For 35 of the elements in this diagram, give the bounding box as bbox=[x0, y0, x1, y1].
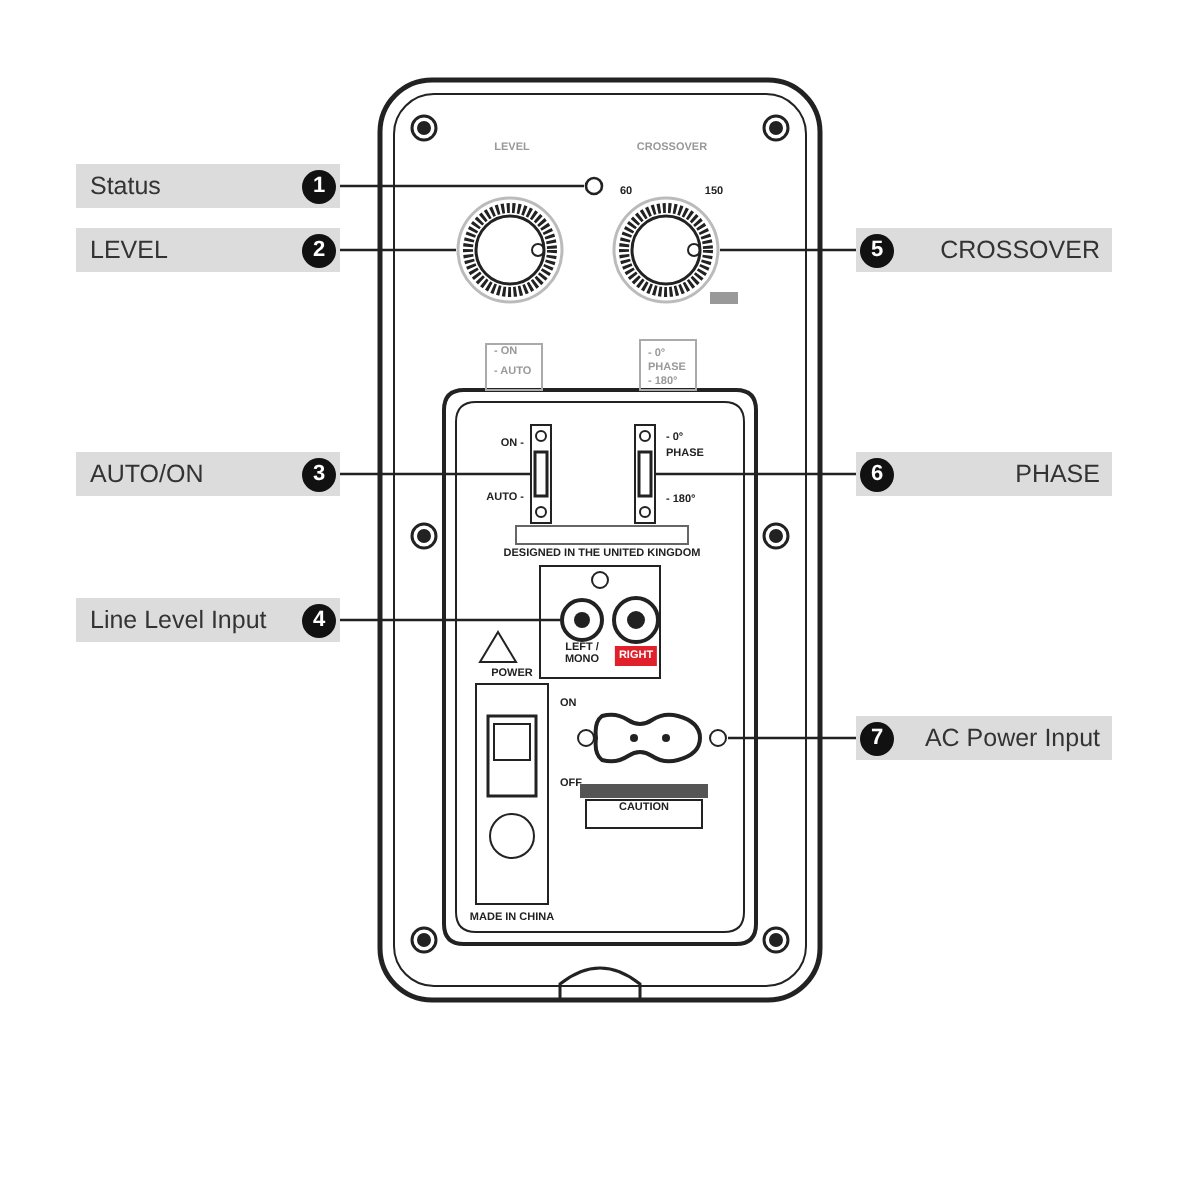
callout-label: LEVEL bbox=[90, 236, 168, 264]
leader-line bbox=[336, 248, 456, 252]
callout-label: Line Level Input bbox=[90, 606, 267, 634]
callout-label: CROSSOVER bbox=[940, 236, 1100, 264]
label-bar bbox=[76, 164, 340, 208]
toggle-switch bbox=[530, 424, 552, 524]
callout-number: 2 bbox=[302, 233, 336, 267]
callout-number: 4 bbox=[302, 603, 336, 637]
leader-line bbox=[656, 472, 860, 476]
callout-number: 5 bbox=[860, 233, 894, 267]
callout-label: AC Power Input bbox=[924, 724, 1100, 752]
rotary-knob bbox=[456, 196, 564, 304]
label-bar bbox=[76, 598, 340, 642]
toggle-switch bbox=[634, 424, 656, 524]
label-bar bbox=[856, 452, 1112, 496]
leader-line bbox=[336, 618, 560, 622]
leader-line bbox=[336, 184, 584, 188]
callout-label: AUTO/ON bbox=[90, 460, 204, 488]
label-bar bbox=[76, 228, 340, 272]
status-led bbox=[584, 176, 604, 196]
callout-label: Status bbox=[90, 172, 161, 200]
label-bar bbox=[856, 228, 1112, 272]
callout-number: 3 bbox=[302, 457, 336, 491]
callout-label: PHASE bbox=[1015, 460, 1100, 488]
power-socket bbox=[576, 710, 728, 766]
rca-jack bbox=[560, 598, 604, 642]
label-bar bbox=[76, 452, 340, 496]
rotary-knob bbox=[612, 196, 720, 304]
label-bar bbox=[856, 716, 1112, 760]
leader-line bbox=[728, 736, 860, 740]
callout-number: 6 bbox=[860, 457, 894, 491]
callout-number: 7 bbox=[860, 721, 894, 755]
leader-line bbox=[336, 472, 530, 476]
leader-line bbox=[720, 248, 860, 252]
callout-number: 1 bbox=[302, 169, 336, 203]
